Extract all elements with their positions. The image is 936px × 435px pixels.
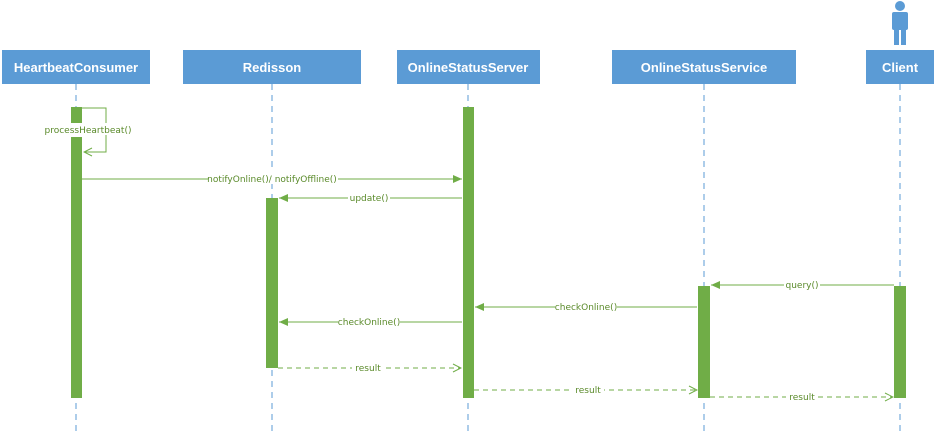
participant-label: HeartbeatConsumer <box>14 60 138 75</box>
message-label: notifyOnline()/ notifyOffline() <box>207 175 337 185</box>
participant-label: OnlineStatusServer <box>408 60 529 75</box>
participant-redisson: Redisson <box>183 50 361 84</box>
participant-label: Redisson <box>243 60 302 75</box>
activation-client <box>894 286 906 398</box>
participant-online-status-server: OnlineStatusServer <box>397 50 540 84</box>
message-result-redisson: result <box>278 362 461 374</box>
message-check-online-service: checkOnline() <box>475 301 697 313</box>
participant-heartbeat-consumer: HeartbeatConsumer <box>2 50 150 84</box>
message-label: processHeartbeat() <box>45 126 132 136</box>
message-query: query() <box>711 279 894 291</box>
activation-heartbeat-consumer-top <box>71 107 82 123</box>
message-label: checkOnline() <box>338 318 400 328</box>
message-label: result <box>575 386 601 396</box>
participant-online-status-service: OnlineStatusService <box>612 50 796 84</box>
message-check-online-server: checkOnline() <box>279 316 462 328</box>
message-label: result <box>789 393 815 403</box>
activation-online-status-server <box>463 107 474 398</box>
message-label: update() <box>350 194 389 204</box>
message-label: checkOnline() <box>555 303 617 313</box>
message-update: update() <box>279 192 462 204</box>
activation-heartbeat-consumer <box>71 137 82 398</box>
message-label: result <box>355 364 381 374</box>
message-process-heartbeat: processHeartbeat() <box>38 107 136 152</box>
message-result-server: result <box>474 384 697 396</box>
message-label: query() <box>785 281 818 291</box>
participant-label: Client <box>882 60 919 75</box>
activation-redisson <box>266 198 278 368</box>
message-result-service: result <box>710 391 893 403</box>
participant-label: OnlineStatusService <box>641 60 767 75</box>
participant-client: Client <box>866 50 934 84</box>
person-icon <box>892 1 908 45</box>
activation-online-status-service <box>698 286 710 398</box>
message-notify-online-offline: notifyOnline()/ notifyOffline() <box>82 172 462 185</box>
